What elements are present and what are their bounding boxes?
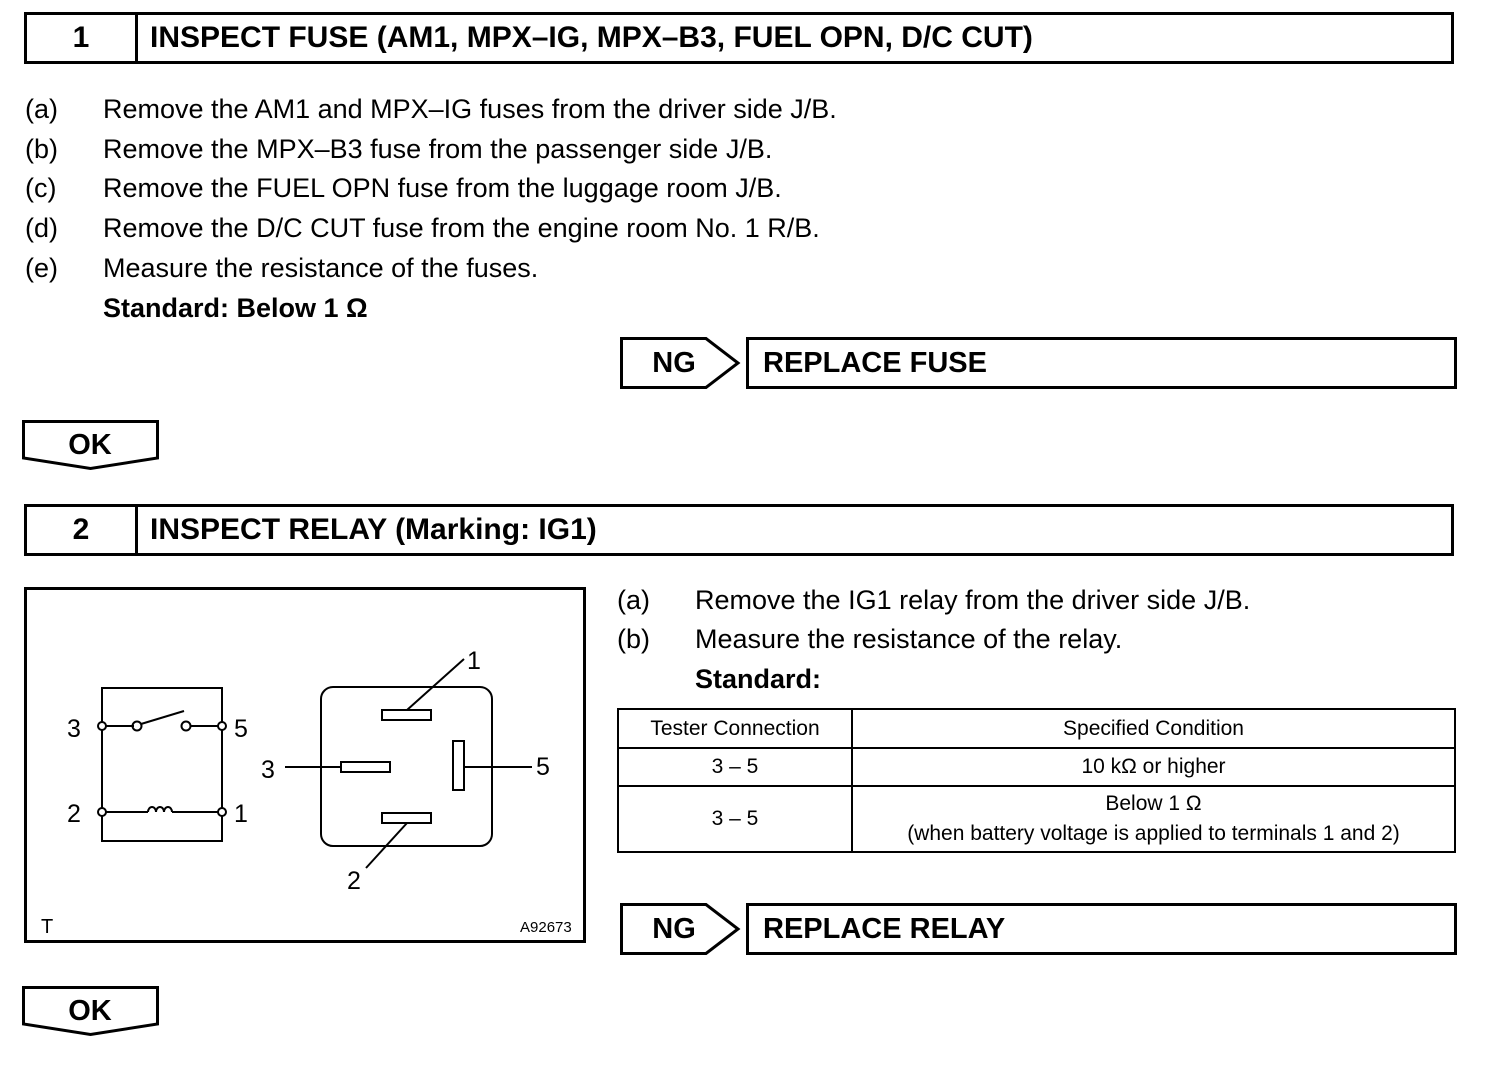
terminal-label: 5 — [234, 715, 248, 743]
item-label: (a) — [617, 585, 650, 615]
ok-arrow-icon — [22, 420, 159, 471]
table-row: 3 – 5 Below 1 Ω (when battery voltage is… — [617, 785, 1456, 853]
standard-label: Standard: — [695, 664, 822, 694]
tester-connection-cell: 3 – 5 — [617, 785, 853, 853]
ng-label: NG — [652, 912, 696, 945]
item-label: (d) — [25, 213, 58, 243]
terminal-label: 5 — [536, 753, 550, 781]
item-text: Remove the D/C CUT fuse from the engine … — [103, 213, 820, 243]
table-row: 3 – 5 10 kΩ or higher — [617, 747, 1456, 787]
relay-connector — [285, 658, 532, 869]
terminal-label: 3 — [67, 715, 81, 743]
item-text: Measure the resistance of the fuses. — [103, 253, 539, 283]
relay-figure: 3 5 2 1 1 3 5 2 T A92673 — [24, 587, 586, 943]
ok-result: OK — [22, 420, 162, 472]
ng-result: NG REPLACE FUSE — [620, 337, 1457, 389]
terminal-label: 1 — [467, 647, 481, 675]
ng-action: REPLACE FUSE — [746, 337, 1457, 389]
condition-value: Below 1 Ω — [1105, 792, 1202, 815]
terminal-label: 1 — [234, 800, 248, 828]
item-label: (b) — [25, 134, 58, 164]
table-header-row: Tester Connection Specified Condition — [617, 708, 1456, 749]
spec-table: Tester Connection Specified Condition 3 … — [617, 708, 1456, 853]
condition-note: (when battery voltage is applied to term… — [907, 822, 1400, 845]
step-number: 1 — [27, 15, 138, 61]
step-title: INSPECT RELAY (Marking: IG1) — [150, 513, 597, 546]
step-number: 2 — [27, 507, 138, 553]
item-label: (c) — [25, 173, 57, 203]
column-header: Specified Condition — [851, 708, 1456, 749]
tester-connection-cell: 3 – 5 — [617, 747, 853, 787]
item-label: (a) — [25, 94, 58, 124]
figure-corner-label: T — [41, 916, 53, 938]
ng-arrow-icon — [620, 337, 741, 389]
item-text: Remove the IG1 relay from the driver sid… — [695, 585, 1251, 615]
item-text: Measure the resistance of the relay. — [695, 624, 1123, 654]
item-label: (b) — [617, 624, 650, 654]
item-label: (e) — [25, 253, 58, 283]
ng-arrow-icon — [620, 903, 741, 955]
ng-action: REPLACE RELAY — [746, 903, 1457, 955]
ok-arrow-icon — [22, 986, 159, 1037]
ng-result: NG REPLACE RELAY — [620, 903, 1457, 955]
item-text: Remove the AM1 and MPX–IG fuses from the… — [103, 94, 837, 124]
terminal-label: 2 — [67, 800, 81, 828]
relay-schematic — [97, 687, 227, 842]
step-title: INSPECT FUSE (AM1, MPX–IG, MPX–B3, FUEL … — [150, 21, 1033, 54]
terminal-label: 2 — [347, 867, 361, 895]
ok-label: OK — [68, 994, 112, 1027]
specified-condition-cell: 10 kΩ or higher — [851, 747, 1456, 787]
specified-condition-cell: Below 1 Ω (when battery voltage is appli… — [851, 785, 1456, 853]
column-header: Tester Connection — [617, 708, 853, 749]
item-text: Remove the MPX–B3 fuse from the passenge… — [103, 134, 773, 164]
figure-code: A92673 — [520, 919, 572, 936]
item-text: Remove the FUEL OPN fuse from the luggag… — [103, 173, 782, 203]
step-1-header: 1 INSPECT FUSE (AM1, MPX–IG, MPX–B3, FUE… — [24, 12, 1454, 64]
ok-result: OK — [22, 986, 162, 1038]
ok-label: OK — [68, 428, 112, 461]
step-2-header: 2 INSPECT RELAY (Marking: IG1) — [24, 504, 1454, 556]
ng-label: NG — [652, 346, 696, 379]
terminal-label: 3 — [261, 756, 275, 784]
standard-value: Standard: Below 1 Ω — [103, 293, 368, 323]
